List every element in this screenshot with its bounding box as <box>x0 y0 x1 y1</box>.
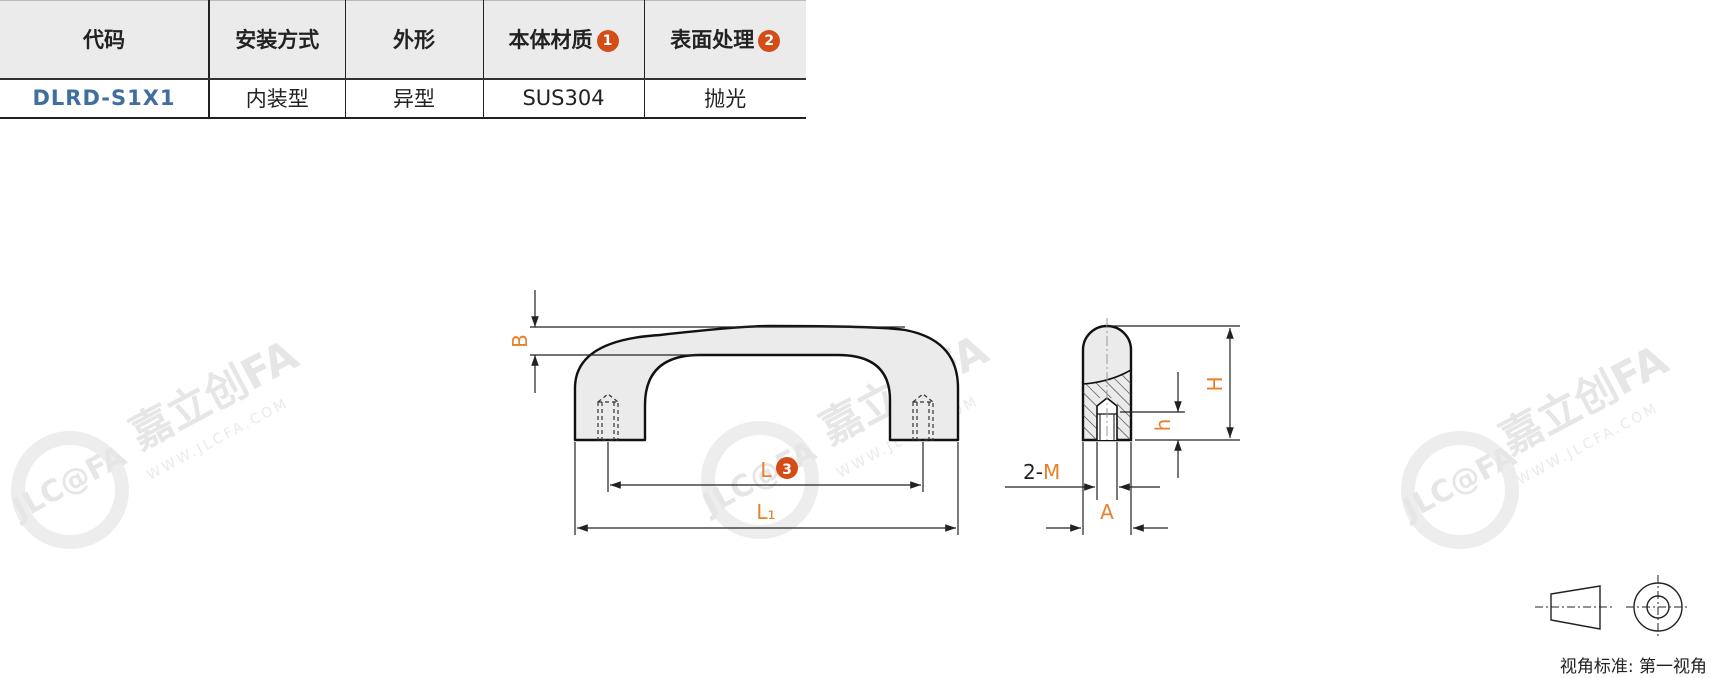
table-row: DLRD-S1X1 内装型 异型 SUS304 抛光 <box>0 78 806 119</box>
label-h-total: H <box>1203 376 1227 391</box>
header-shape: 外形 <box>345 0 484 80</box>
cell-shape: 异型 <box>345 78 484 119</box>
projection-symbol <box>1535 575 1690 639</box>
label-l: L <box>760 458 772 482</box>
label-thread-m: 2-M <box>1023 460 1060 484</box>
dimension-h-total <box>1107 325 1240 441</box>
label-l1: L₁ <box>756 500 775 524</box>
material-note-badge: 1 <box>596 30 619 53</box>
dimension-b <box>530 290 905 393</box>
surface-note-badge: 2 <box>758 30 781 53</box>
cell-material: SUS304 <box>483 78 645 119</box>
projection-label: 视角标准: 第一视角 <box>1559 657 1707 677</box>
label-a: A <box>1100 500 1114 524</box>
l-note-badge-circle <box>776 457 798 479</box>
handle-side-view <box>1081 318 1133 442</box>
watermark-left: JLC@FA 嘉立创FA WWW.JLCFA.COM <box>6 330 306 549</box>
cell-code: DLRD-S1X1 <box>0 78 210 119</box>
dimension-a <box>1046 442 1168 535</box>
l-note-badge: 3 <box>782 462 792 478</box>
label-h-thread: h <box>1151 419 1175 432</box>
hidden-thread-hole-right <box>912 393 934 441</box>
dimension-thread-m <box>1005 442 1160 500</box>
header-install-type: 安装方式 <box>209 0 346 80</box>
dimension-l1 <box>574 442 959 535</box>
cell-surface-treatment: 抛光 <box>644 78 806 119</box>
watermark-right: JLC@FA 嘉立创FA WWW.JLCFA.COM <box>1396 335 1676 549</box>
dimension-h-thread <box>1120 372 1185 478</box>
label-b: B <box>508 334 532 348</box>
dimension-l <box>607 442 924 492</box>
header-code: 代码 <box>0 0 210 80</box>
cell-install-type: 内装型 <box>209 78 346 119</box>
hidden-thread-hole-left <box>597 393 619 441</box>
